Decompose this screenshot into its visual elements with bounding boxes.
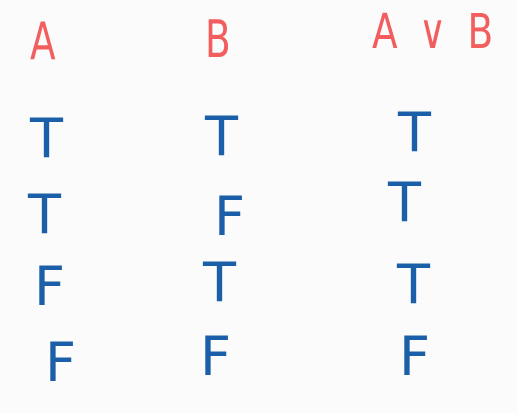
table-cell: T	[30, 107, 63, 170]
table-cell: T	[397, 253, 430, 316]
table-cell: F	[214, 185, 246, 248]
table-cell: F	[200, 325, 232, 388]
header-a: A	[30, 12, 56, 72]
table-cell: F	[45, 331, 77, 394]
table-cell: F	[34, 255, 66, 318]
header-a-or-b: A ∨ B	[372, 4, 498, 60]
table-cell: F	[399, 325, 431, 388]
table-cell: T	[388, 171, 421, 234]
table-cell: T	[28, 183, 61, 246]
table-cell: T	[398, 101, 431, 164]
table-cell: T	[203, 251, 236, 314]
header-b: B	[205, 10, 231, 70]
table-cell: T	[205, 105, 238, 168]
